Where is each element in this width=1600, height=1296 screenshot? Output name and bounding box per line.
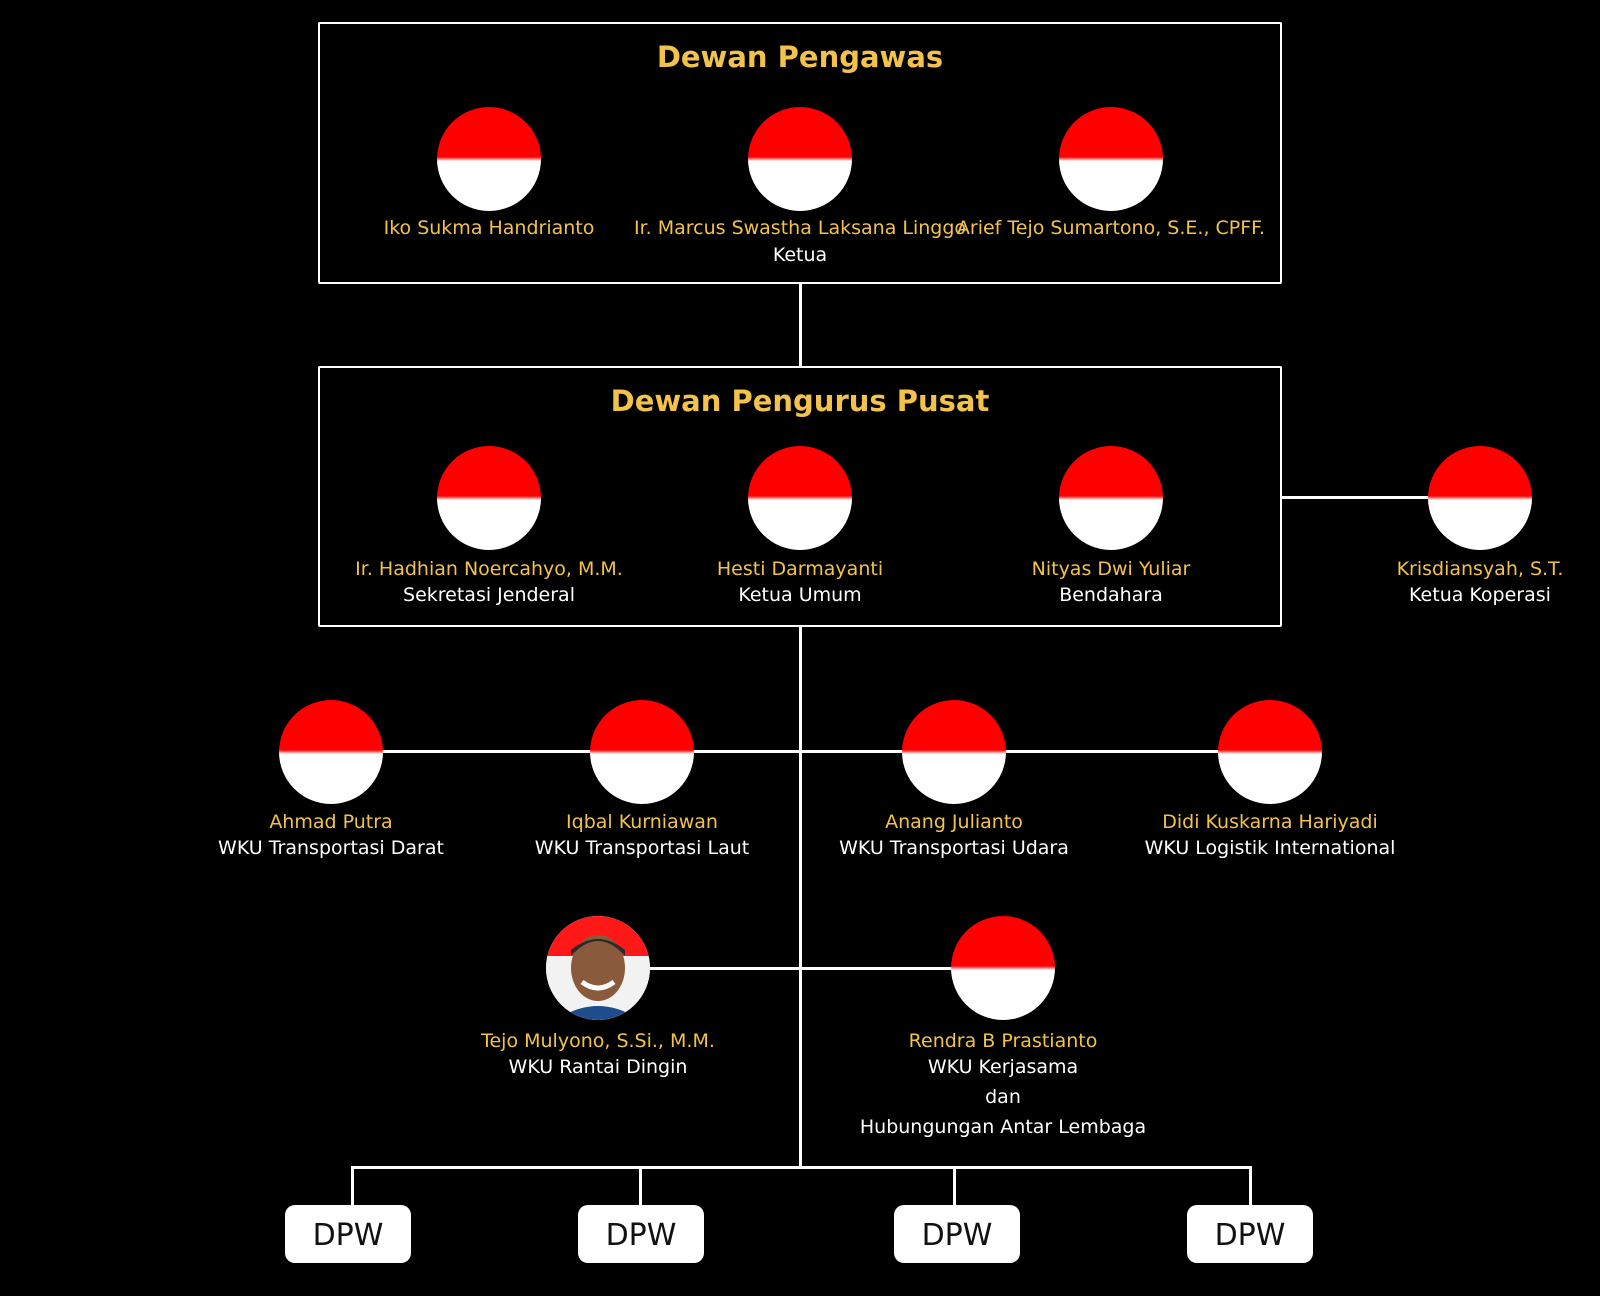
connector-pengawas-to-dpp (799, 282, 802, 367)
flag-avatar-icon (437, 107, 541, 211)
member-name: Arief Tejo Sumartono, S.E., CPFF. (956, 217, 1266, 239)
member-role: Bendahara (1059, 584, 1163, 606)
member-name: Iqbal Kurniawan (566, 811, 718, 833)
flag-avatar-icon (951, 916, 1055, 1020)
member-name: Rendra B Prastianto (908, 1030, 1098, 1052)
connector-dpw-1 (351, 1166, 354, 1206)
person-photo-icon (546, 916, 650, 1020)
flag-avatar-icon (1428, 446, 1532, 550)
member-role: WKU Logistik International (1144, 837, 1396, 859)
member-name: Ir. Marcus Swastha Laksana Linggo (633, 217, 967, 239)
member-name: Anang Julianto (885, 811, 1023, 833)
member-name: Krisdiansyah, S.T. (1396, 558, 1564, 580)
member-role: Sekretasi Jenderal (403, 584, 575, 606)
member-role: Ketua Umum (738, 584, 862, 606)
member-role: Ketua Koperasi (1409, 584, 1551, 606)
connector-row1 (330, 750, 1270, 753)
connector-trunk (799, 625, 802, 1169)
member-name: Hesti Darmayanti (716, 558, 884, 580)
dpw-unit: DPW (1187, 1205, 1313, 1263)
member-name: Ir. Hadhian Noercahyo, M.M. (355, 558, 623, 580)
member-role-line: WKU Kerjasama (927, 1056, 1079, 1078)
member-role-line: dan (985, 1086, 1021, 1108)
supervisory-board-title: Dewan Pengawas (656, 40, 944, 74)
connector-dpw-4 (1249, 1166, 1252, 1206)
flag-avatar-icon (437, 446, 541, 550)
flag-avatar-icon (902, 700, 1006, 804)
central-board-title: Dewan Pengurus Pusat (610, 384, 990, 418)
member-role: WKU Transportasi Laut (534, 837, 750, 859)
flag-avatar-icon (748, 107, 852, 211)
member-role-line: Hubungungan Antar Lembaga (859, 1116, 1147, 1138)
member-role: WKU Transportasi Udara (839, 837, 1069, 859)
flag-avatar-icon (1059, 107, 1163, 211)
flag-avatar-icon (1218, 700, 1322, 804)
member-name: Iko Sukma Handrianto (383, 217, 595, 239)
flag-avatar-icon (279, 700, 383, 804)
connector-row2 (598, 967, 1004, 970)
dpw-unit: DPW (578, 1205, 704, 1263)
member-name: Tejo Mulyono, S.Si., M.M. (481, 1030, 715, 1052)
flag-avatar-icon (1059, 446, 1163, 550)
central-board-box: Dewan Pengurus Pusat (318, 366, 1282, 627)
connector-dpw-3 (953, 1166, 956, 1206)
member-name: Ahmad Putra (269, 811, 393, 833)
connector-dpw-2 (639, 1166, 642, 1206)
supervisory-board-box: Dewan Pengawas (318, 22, 1282, 284)
flag-avatar-icon (590, 700, 694, 804)
person-photo-avatar (546, 916, 650, 1020)
dpw-unit: DPW (285, 1205, 411, 1263)
member-role: WKU Transportasi Darat (218, 837, 444, 859)
connector-dpw-bar (351, 1166, 1252, 1169)
dpw-unit: DPW (894, 1205, 1020, 1263)
connector-dpp-to-koperasi (1280, 496, 1430, 499)
member-role: WKU Rantai Dingin (508, 1056, 688, 1078)
member-role: Ketua (772, 244, 828, 266)
flag-avatar-icon (748, 446, 852, 550)
member-name: Nityas Dwi Yuliar (1031, 558, 1191, 580)
member-name: Didi Kuskarna Hariyadi (1162, 811, 1378, 833)
